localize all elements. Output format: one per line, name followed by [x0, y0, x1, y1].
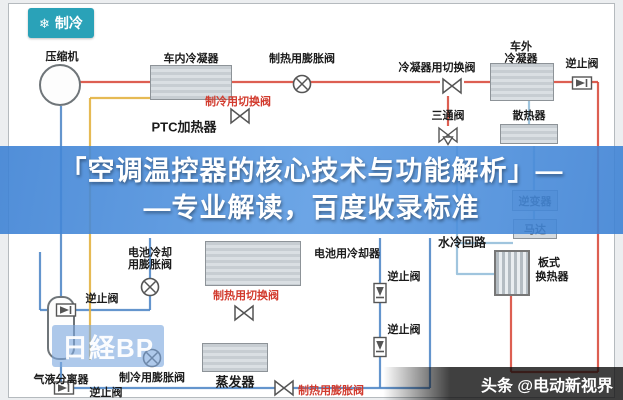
check-valve-icon	[54, 298, 78, 322]
diagram-label: 板式	[538, 257, 560, 269]
author-attribution: 头条 @电动新视界	[383, 367, 623, 400]
diagram-label: 制热用切换阀	[213, 290, 279, 302]
diagram-label: 用膨胀阀	[128, 259, 172, 271]
diagram-label: 制冷用膨胀阀	[119, 372, 185, 384]
overlay-title-line2: —专业解读，百度收录标准	[143, 193, 480, 223]
diagram-label: 冷凝器用切换阀	[398, 62, 476, 74]
three-way-valve-icon	[436, 124, 460, 148]
diagram-label: 压缩机	[45, 51, 79, 63]
battery-cooler-box	[205, 241, 301, 286]
diagram-label: 换热器	[535, 271, 569, 283]
title-overlay-banner: 「空调温控器的核心技术与功能解析」— —专业解读，百度收录标准	[0, 146, 623, 234]
heating-expansion-valve-icon	[272, 376, 296, 400]
diagram-label: 冷凝器	[504, 53, 538, 65]
diagram-label: 气液分离器	[33, 374, 89, 386]
condenser-switch-valve-icon	[440, 74, 464, 98]
diagram-label: 电池用冷却器	[314, 248, 380, 260]
diagram-label: 车内冷凝器	[163, 53, 219, 65]
snowflake-icon: ❄	[39, 15, 50, 31]
overlay-title-line1: 「空调温控器的核心技术与功能解析」—	[59, 156, 564, 186]
diagram-label: 逆止阀	[89, 387, 123, 399]
diagram-label: 逆止阀	[565, 58, 599, 70]
check-valve-icon	[368, 335, 392, 359]
diagram-label: 水冷回路	[437, 235, 487, 250]
diagram-label: PTC加热器	[151, 119, 217, 135]
compressor-symbol	[39, 64, 81, 106]
diagram-label: 制冷用切换阀	[205, 96, 271, 108]
diagram-label: 制热用膨胀阀	[298, 385, 364, 397]
diagram-label: 散热器	[512, 110, 546, 122]
in-car-condenser-box	[150, 65, 232, 100]
outside-condenser-box	[490, 63, 554, 101]
watermark-text: 日経BP	[61, 332, 155, 363]
diagram-label: 蒸发器	[215, 374, 255, 390]
cooling-mode-badge-label: 制冷	[54, 15, 83, 31]
check-valve-icon	[52, 376, 76, 400]
check-valve-icon	[368, 281, 392, 305]
check-valve-icon	[570, 71, 594, 95]
diagram-label: 制热用膨胀阀	[269, 53, 335, 65]
attribution-text: 头条 @电动新视界	[480, 377, 613, 395]
diagram-label: 逆止阀	[387, 271, 421, 283]
radiator-box	[500, 124, 558, 144]
heating-expansion-valve-icon	[290, 72, 314, 96]
diagram-label: 逆止阀	[85, 293, 119, 305]
evaporator-box	[202, 343, 268, 372]
plate-heat-exchanger-box	[494, 250, 530, 296]
heating-switch-valve-icon	[232, 301, 256, 325]
diagram-label: 三通阀	[431, 110, 465, 122]
cooling-mode-badge: ❄ 制冷	[28, 8, 94, 38]
diagram-label: 逆止阀	[387, 324, 421, 336]
nikkei-bp-watermark: 日経BP	[52, 325, 164, 367]
battery-expansion-valve-icon	[138, 275, 162, 299]
diagram-label: 电池冷却	[128, 247, 172, 259]
diagram-label: 车外	[510, 41, 532, 53]
cooling-switch-valve-icon	[228, 104, 252, 128]
